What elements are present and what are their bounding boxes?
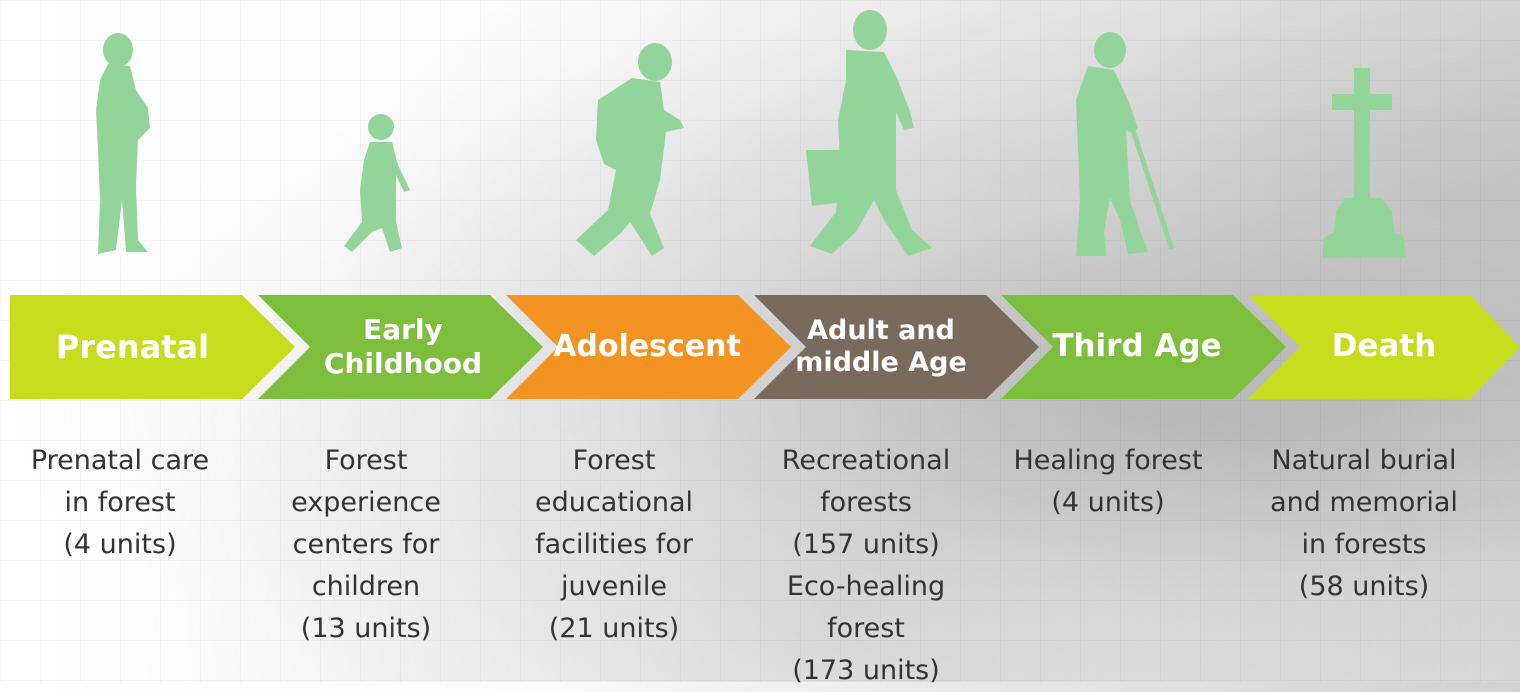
stage-prenatal: Prenatal (10, 295, 295, 399)
stage-description-third-age: Healing forest (4 units) (1013, 445, 1203, 518)
stage-label: Third Age (1052, 328, 1222, 365)
chevron-shape (1248, 295, 1520, 399)
stage-death: Death (1248, 295, 1520, 399)
stage-description-early-childhood: Forest experience centers for children (… (291, 445, 441, 644)
stage-description-death: Natural burial and memorial in forests (… (1270, 445, 1458, 602)
stage-early-childhood: Early Childhood (258, 295, 543, 399)
chevron-shape (10, 295, 295, 399)
businessman-icon (806, 10, 932, 256)
stage-label: Prenatal (55, 327, 210, 366)
stage-label: Early Childhood (323, 313, 483, 380)
chevron-shape (258, 295, 543, 399)
stage-label: Adolescent (553, 329, 741, 364)
stage-label: Adult and middle Age (795, 314, 967, 378)
pregnant-woman-icon (96, 33, 150, 254)
child-icon (344, 114, 410, 252)
stage-third-age: Third Age (1001, 295, 1286, 399)
life-stage-figures (96, 10, 1406, 258)
chevron-shape (506, 295, 791, 399)
stage-description-prenatal: Prenatal care in forest (4 units) (30, 445, 210, 560)
teenager-icon (576, 43, 684, 256)
grave-cross-icon (1322, 68, 1406, 258)
stage-adult-middle-age: Adult and middle Age (754, 295, 1039, 399)
stage-label: Death (1331, 328, 1437, 365)
chevron-shape (1001, 295, 1286, 399)
elderly-man-icon (1076, 32, 1175, 256)
stage-description-adult-middle-age: Recreational forests (157 units) Eco-hea… (781, 445, 951, 686)
stage-adolescent: Adolescent (506, 295, 791, 399)
chevron-shape (754, 295, 1039, 399)
stage-description-adolescent: Forest educational facilities for juveni… (534, 445, 694, 644)
